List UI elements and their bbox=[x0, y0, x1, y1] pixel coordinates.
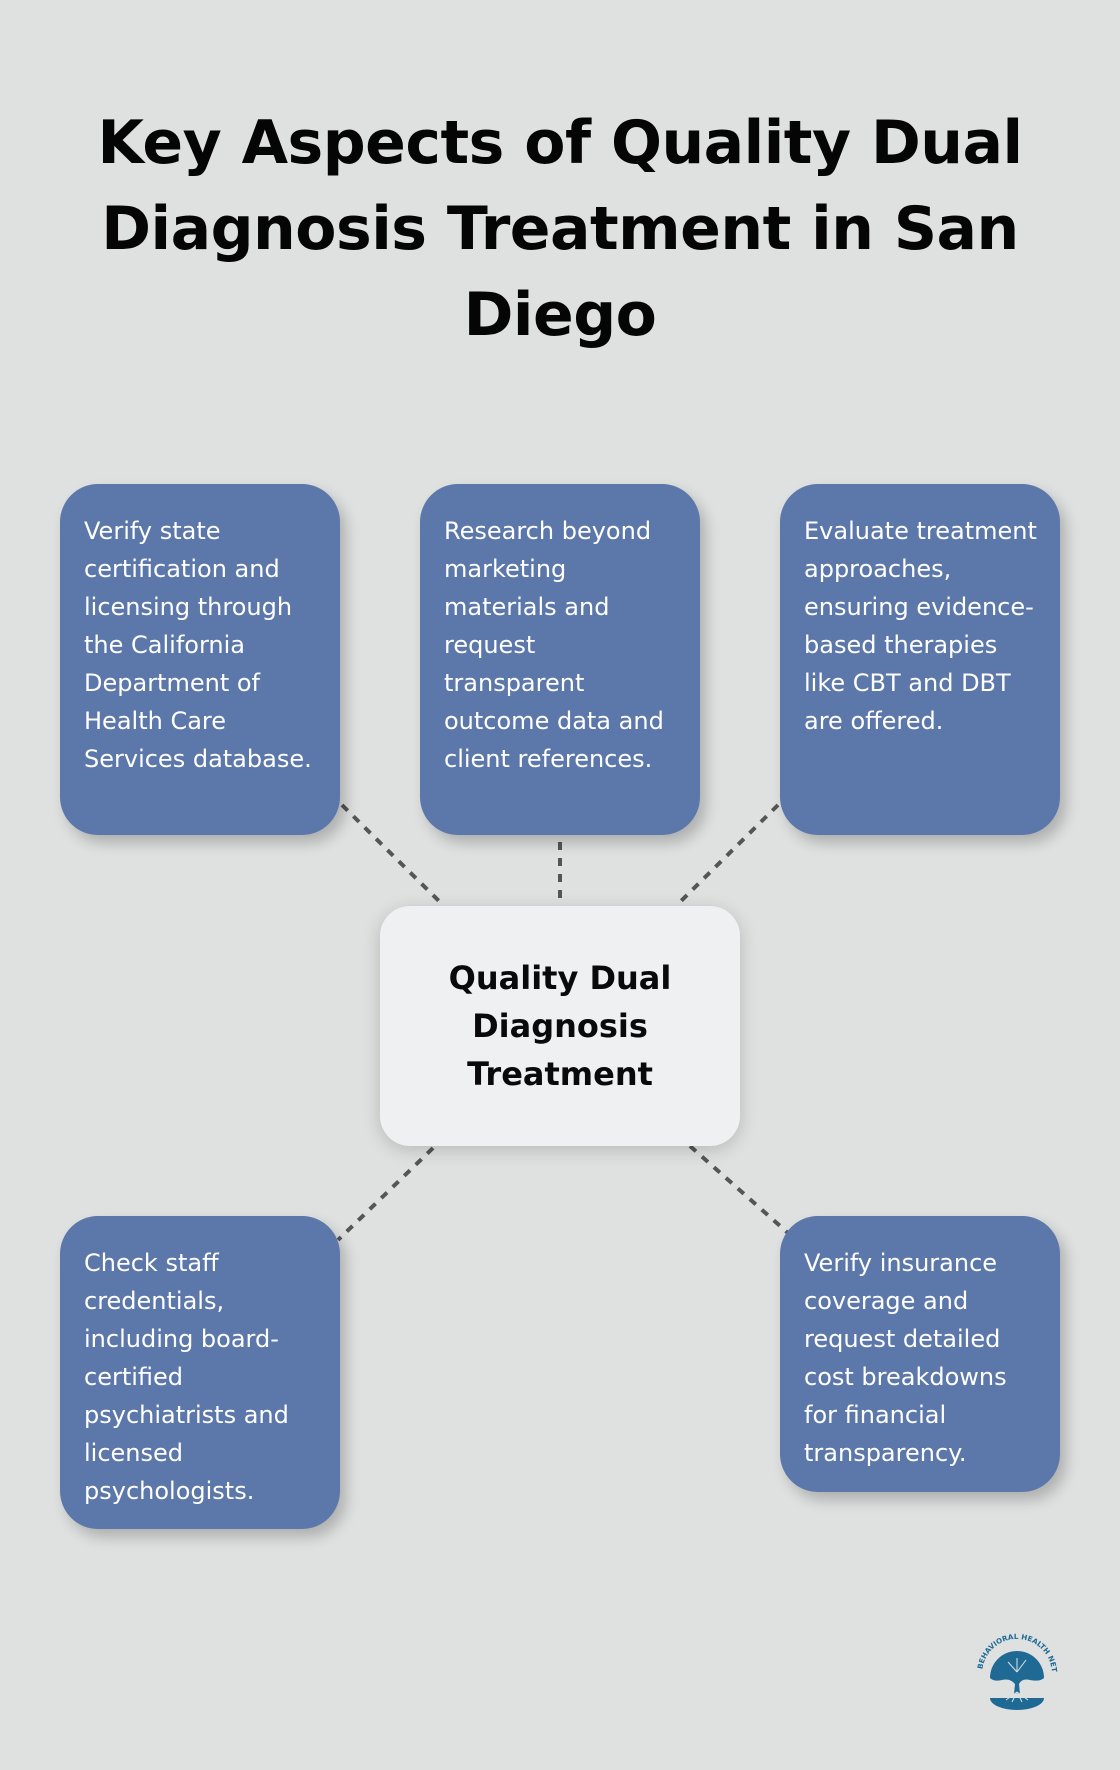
connector-card-5 bbox=[688, 1144, 790, 1235]
connector-card-4 bbox=[336, 1146, 435, 1242]
central-node-label: Quality Dual Diagnosis Treatment bbox=[448, 959, 672, 1093]
aspect-card-text: Verify state certification and licensing… bbox=[84, 517, 312, 773]
page-title: Key Aspects of Quality Dual Diagnosis Tr… bbox=[97, 108, 1023, 350]
tree-logo-icon: AMITY BEHAVIORAL HEALTH NETWORK bbox=[966, 1615, 1059, 1710]
brand-logo: AMITY BEHAVIORAL HEALTH NETWORK bbox=[966, 1615, 1064, 1716]
aspect-card-research: Research beyond marketing materials and … bbox=[420, 484, 700, 835]
aspect-card-text: Evaluate treatment approaches, ensuring … bbox=[804, 517, 1037, 735]
aspect-card-certification: Verify state certification and licensing… bbox=[60, 484, 340, 835]
aspect-card-text: Verify insurance coverage and request de… bbox=[804, 1249, 1007, 1467]
aspect-card-text: Check staff credentials, including board… bbox=[84, 1249, 289, 1505]
aspect-card-staff-credentials: Check staff credentials, including board… bbox=[60, 1216, 340, 1529]
connector-card-3 bbox=[675, 803, 780, 907]
central-node: Quality Dual Diagnosis Treatment bbox=[380, 906, 740, 1146]
aspect-card-treatment-approaches: Evaluate treatment approaches, ensuring … bbox=[780, 484, 1060, 835]
aspect-card-text: Research beyond marketing materials and … bbox=[444, 517, 664, 773]
aspect-card-insurance: Verify insurance coverage and request de… bbox=[780, 1216, 1060, 1492]
connector-card-1 bbox=[340, 803, 445, 907]
